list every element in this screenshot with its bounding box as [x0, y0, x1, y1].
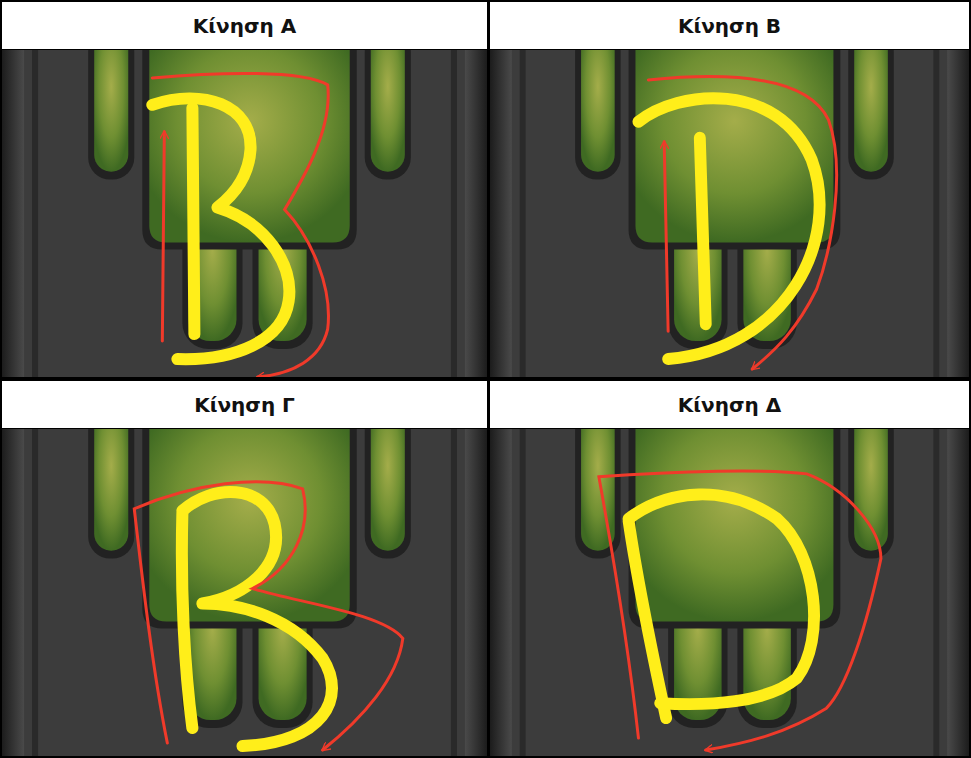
panel-title: Κίνηση Γ	[194, 393, 295, 417]
illustration-b	[490, 50, 969, 377]
panel-title: Κίνηση Β	[678, 14, 781, 38]
motion-panel: Κίνηση Α	[2, 2, 487, 377]
illustration-c	[2, 429, 487, 756]
panel-header: Κίνηση Γ	[2, 381, 487, 428]
illustration-d	[490, 429, 969, 756]
panel-header: Κίνηση Α	[2, 2, 487, 49]
motion-panel: Κίνηση Γ	[2, 381, 487, 756]
motion-panel: Κίνηση Β	[490, 2, 969, 377]
panel-header: Κίνηση Δ	[490, 381, 969, 428]
illustration-a	[2, 50, 487, 377]
panel-title: Κίνηση Δ	[678, 393, 781, 417]
panel-header: Κίνηση Β	[490, 2, 969, 49]
panel-title: Κίνηση Α	[193, 14, 296, 38]
motion-panel: Κίνηση Δ	[490, 381, 969, 756]
